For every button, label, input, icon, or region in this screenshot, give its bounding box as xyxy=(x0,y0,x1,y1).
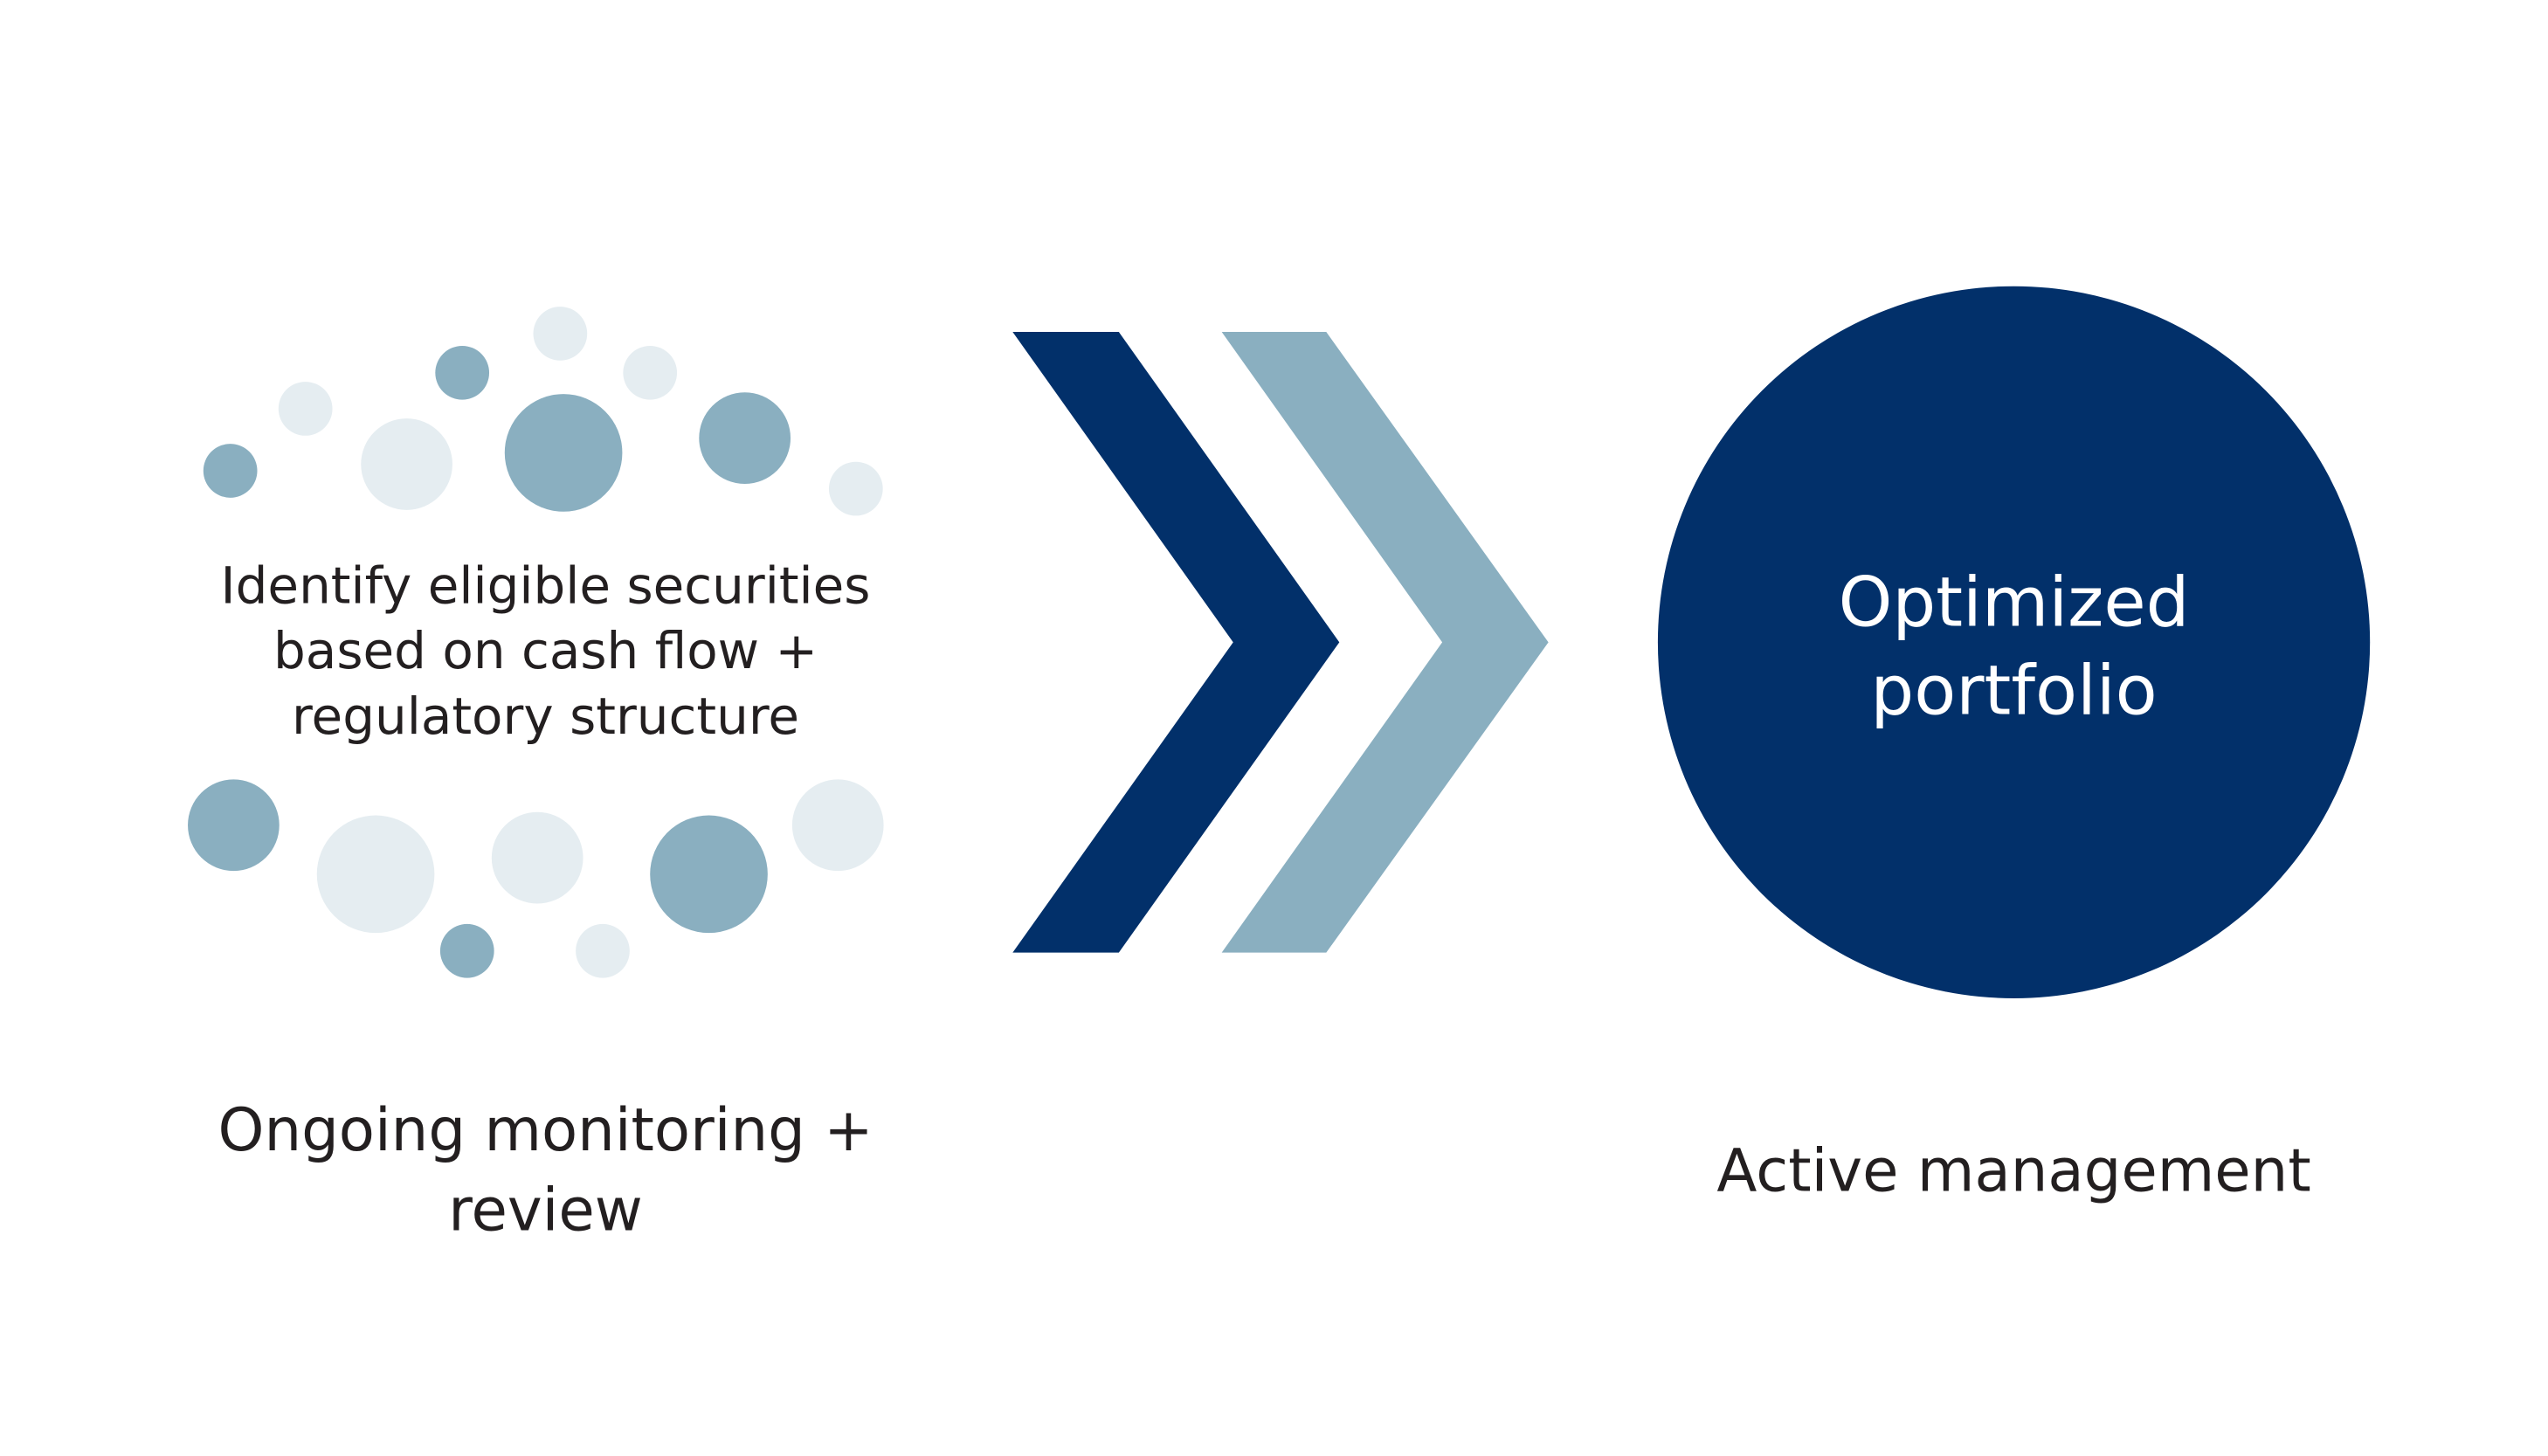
dot xyxy=(278,382,333,436)
dot xyxy=(491,811,583,904)
dot xyxy=(623,345,678,400)
dot-cluster-top xyxy=(203,307,883,516)
description-line: based on cash flow + xyxy=(273,621,818,680)
dot xyxy=(504,394,623,512)
result-label: Optimized portfolio xyxy=(1839,562,2190,731)
dot-cluster-bottom xyxy=(188,779,884,978)
chevron-arrow-icon xyxy=(1012,332,1340,953)
right-caption: Active management xyxy=(1716,1137,2310,1205)
dot xyxy=(435,345,490,400)
result-line: portfolio xyxy=(1870,651,2157,731)
step-description: Identify eligible securities based on ca… xyxy=(221,555,871,746)
dot xyxy=(439,923,494,978)
left-caption: Ongoing monitoring + review xyxy=(218,1096,873,1245)
caption-line: review xyxy=(448,1176,643,1244)
dot xyxy=(316,815,435,934)
description-line: regulatory structure xyxy=(292,687,799,746)
description-line: Identify eligible securities xyxy=(221,555,871,615)
dot xyxy=(188,779,280,872)
dot xyxy=(203,444,258,498)
optimized-portfolio-circle xyxy=(1657,286,2371,998)
dot xyxy=(576,923,630,978)
dot xyxy=(791,779,884,872)
caption-line: Ongoing monitoring + xyxy=(218,1096,873,1164)
dot xyxy=(828,461,883,516)
dot xyxy=(533,307,588,361)
result-line: Optimized xyxy=(1839,562,2190,643)
chevron-arrow-icon xyxy=(1221,332,1549,953)
dot xyxy=(361,418,452,510)
dot xyxy=(699,392,791,484)
dot xyxy=(650,815,768,934)
